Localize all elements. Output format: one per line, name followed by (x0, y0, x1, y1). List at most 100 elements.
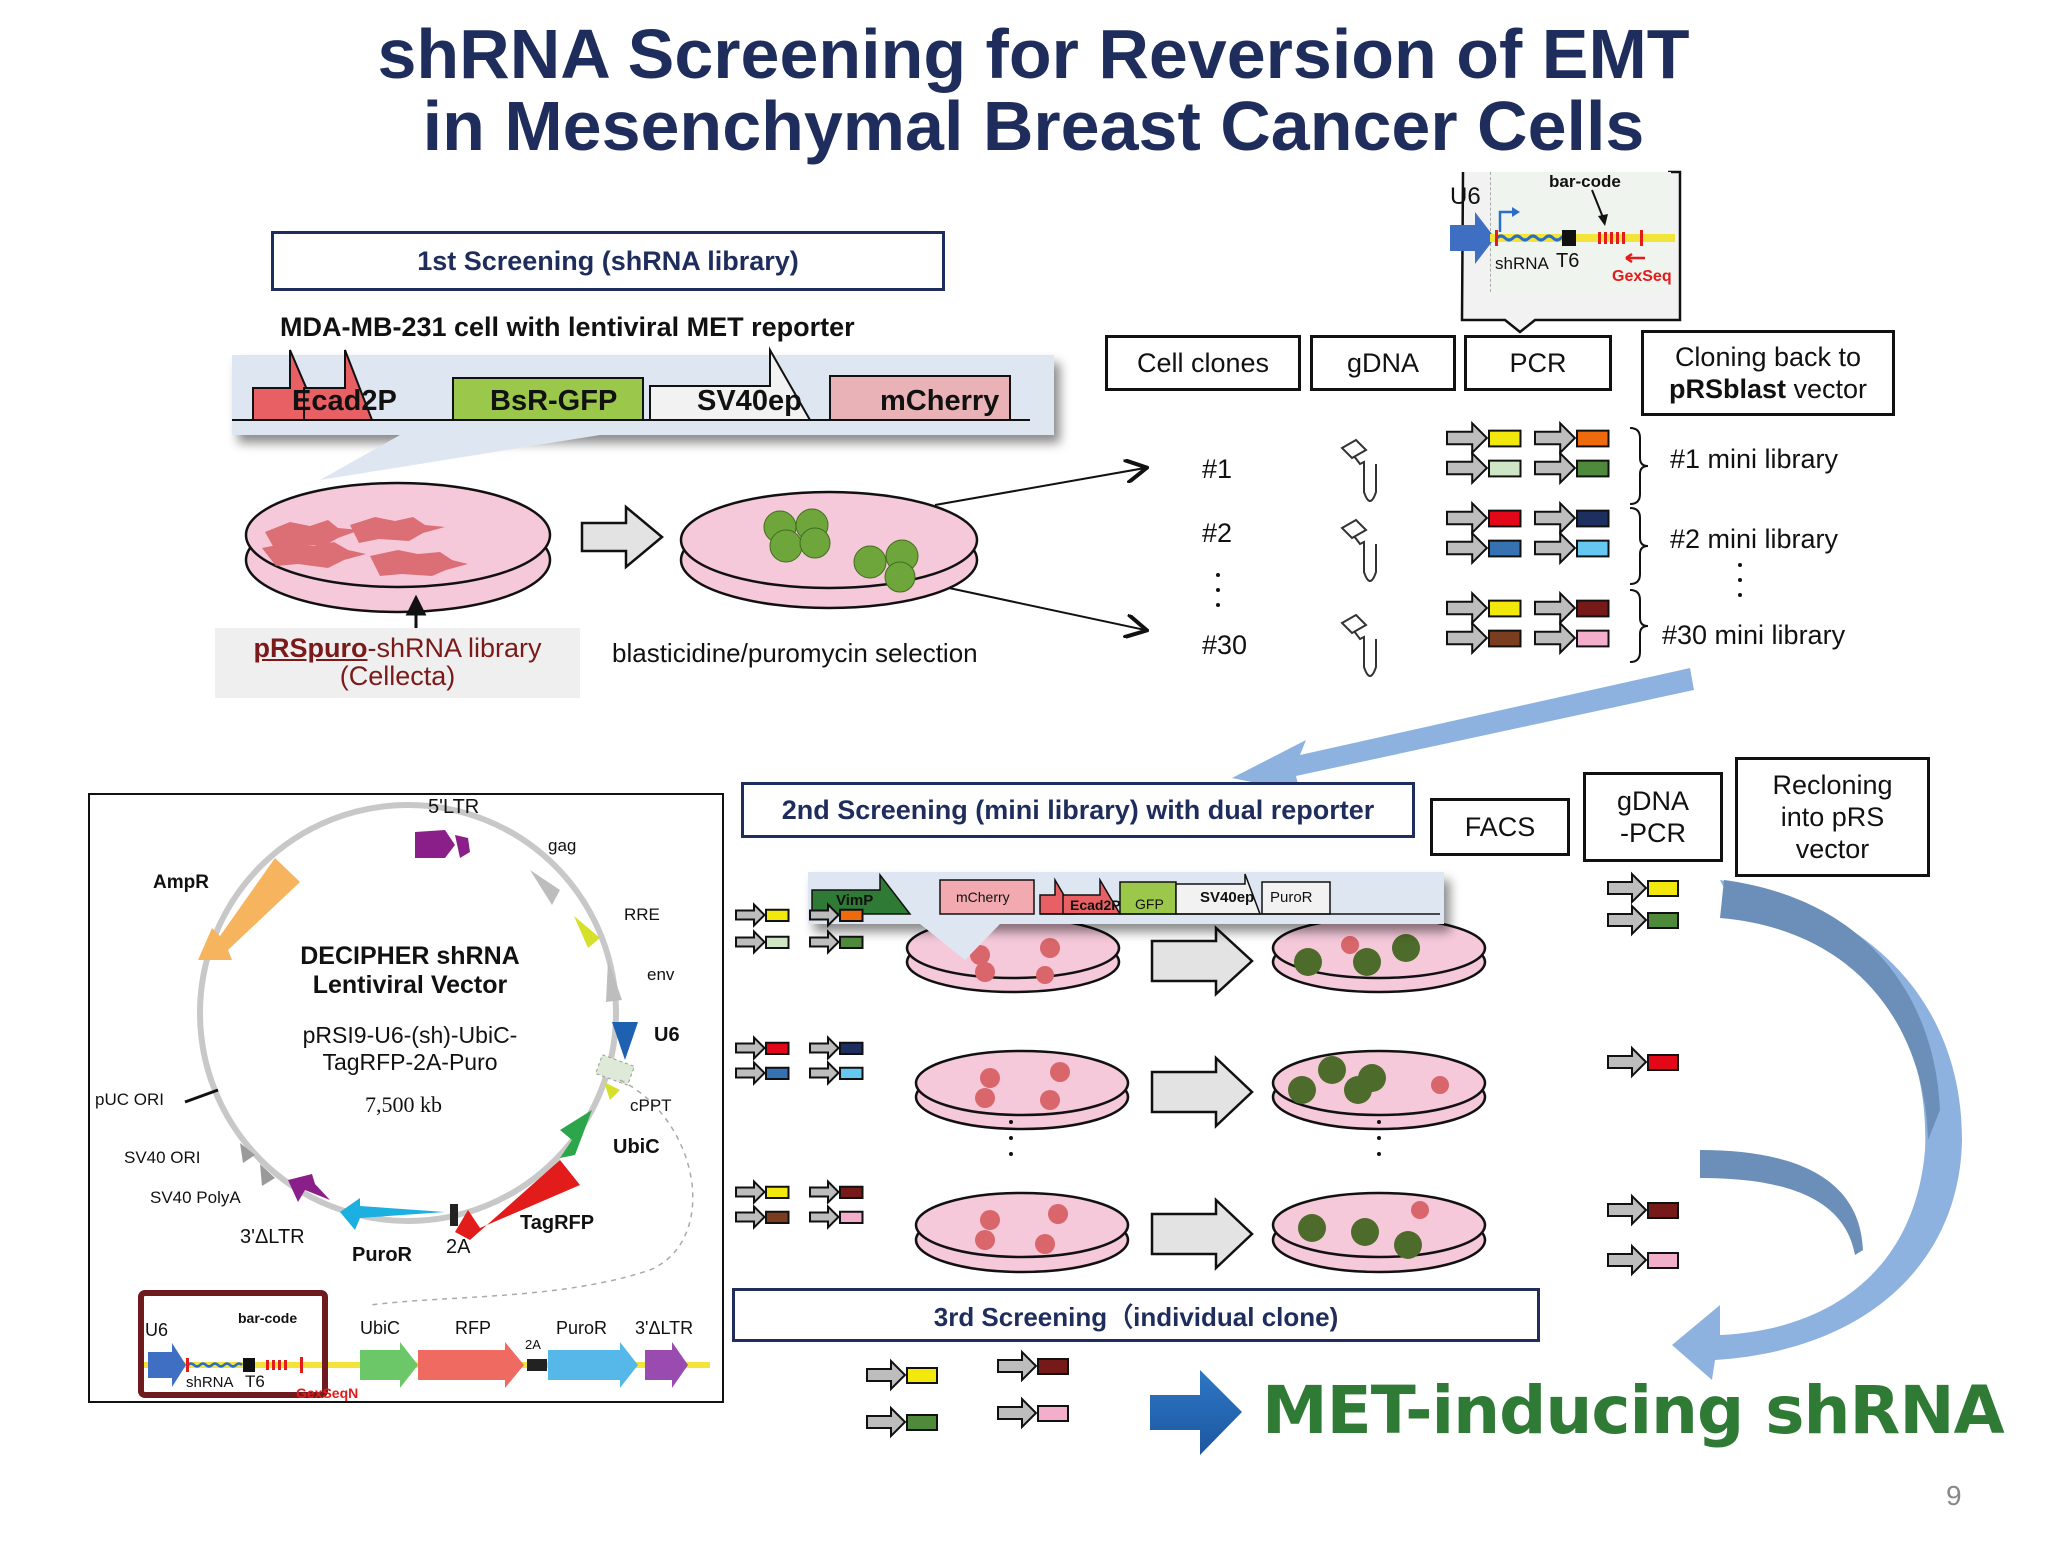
column-recloning: Recloning into pRS vector (1735, 757, 1930, 877)
petri-dish-unselected (244, 481, 552, 614)
feature-ubic: UbiC (613, 1136, 660, 1158)
cell-line-label: MDA-MB-231 cell with lentiviral MET repo… (280, 312, 855, 342)
feature-u6: U6 (654, 1024, 680, 1046)
feature-5ltr: 5'LTR (428, 796, 480, 818)
library-vendor: (Cellecta) (339, 661, 456, 691)
feature-puror: PuroR (352, 1244, 412, 1266)
stage2-hit-shrna (1607, 1193, 1679, 1227)
mini-library-shrna (1534, 590, 1610, 626)
stage2-input-shrna (809, 1060, 864, 1086)
selection-label: blasticidine/puromycin selection (612, 638, 978, 668)
linear-3ltr: 3'ΔLTR (635, 1318, 694, 1338)
slide-title: shRNA Screening for Reversion of EMT in … (0, 18, 2067, 162)
mini-library-shrna (1534, 500, 1610, 536)
stage1-label: 1st Screening (shRNA library) (271, 231, 945, 291)
gdna-tubes (1340, 438, 1377, 677)
vector-construct: pRSI9-U6-(sh)-UbiC- TagRFP-2A-Puro (262, 1022, 558, 1076)
gdna-pcr-line-2: -PCR (1620, 818, 1686, 848)
inset-gexseq-label: GexSeq (1612, 268, 1672, 285)
library-label: pRSpuro-shRNA library (Cellecta) (215, 628, 580, 698)
dual-reporter-puror: PuroR (1270, 889, 1313, 906)
result-arrow (1150, 1370, 1242, 1455)
inset-t6-label: T6 (1556, 250, 1580, 272)
stage3-clone-shrna (866, 1358, 938, 1392)
arrow-to-clone-1 (934, 468, 1145, 506)
column-gdna: gDNA (1310, 335, 1456, 391)
title-line-2: in Mesenchymal Breast Cancer Cells (422, 87, 1645, 165)
clone-label-30: #30 (1202, 630, 1248, 660)
reporter-sv40ep: SV40ep (697, 385, 802, 417)
dual-reporter-ecad2p: Ecad2P (1070, 897, 1121, 913)
mini-library-label-2: #2 mini library (1670, 524, 1839, 554)
mini-library-braces (1629, 427, 1649, 663)
mini-library-shrna (1446, 450, 1522, 486)
vector-title: DECIPHER shRNA Lentiviral Vector (282, 942, 538, 1000)
linear-gexseqn: GexSeqN (296, 1385, 359, 1401)
mini-library-shrna (1446, 500, 1522, 536)
stage2-input-shrna (735, 1060, 790, 1086)
stage3-clone-shrna (997, 1349, 1069, 1383)
vector-size: 7,500 kb (365, 1092, 442, 1117)
mini-library-shrna (1534, 420, 1610, 456)
column-cell-clones: Cell clones (1105, 335, 1301, 391)
dual-reporter-vimp: VimP (836, 892, 874, 909)
flow-arrow-to-stage2 (1232, 668, 1694, 792)
cloning-line-1: Cloning back to (1674, 342, 1862, 372)
inset-u6-label: U6 (1450, 183, 1481, 210)
feature-puc-ori: pUC ORI (95, 1090, 164, 1109)
feature-cppt: cPPT (630, 1096, 672, 1115)
feature-rre: RRE (624, 905, 660, 924)
reporter-ecad2p: Ecad2P (292, 385, 397, 417)
inset-barcode-label: bar-code (1549, 172, 1621, 191)
linear-shrna: shRNA (186, 1374, 234, 1391)
inset-shrna-label: shRNA (1495, 254, 1549, 273)
mini-library-shrna (1446, 530, 1522, 566)
stage2-hit-shrna (1607, 871, 1679, 905)
ellipsis-dots (1009, 563, 1742, 1156)
stage2-input-shrna (735, 929, 790, 955)
reporter-bsr-gfp: BsR-GFP (490, 385, 618, 417)
stage2-dishes (905, 916, 1487, 1274)
stage2-input-shrna (809, 929, 864, 955)
stage3-label: 3rd Screening（individual clone) (732, 1288, 1540, 1342)
library-label-rest: -shRNA library (367, 633, 542, 663)
stage2-hit-shrna (1607, 1045, 1679, 1079)
mini-library-shrna (1446, 620, 1522, 656)
stage2-input-shrna (809, 902, 864, 928)
arrow-library-into-dish (405, 594, 427, 628)
feature-sv40-ori: SV40 ORI (124, 1148, 201, 1167)
stage2-label: 2nd Screening (mini library) with dual r… (741, 782, 1415, 838)
dual-reporter-mcherry: mCherry (956, 889, 1010, 905)
recloning-line-1: Recloning (1772, 770, 1893, 800)
linear-2a: 2A (525, 1337, 541, 1352)
stage2-hit-shrna (1607, 903, 1679, 937)
vector-title-line-2: Lentiviral Vector (312, 971, 508, 999)
cloning-vector-name: pRSblast (1668, 374, 1786, 404)
clone-label-2: #2 (1202, 518, 1233, 548)
page-number: 9 (1946, 1480, 1962, 1511)
process-arrow-selection (580, 504, 664, 570)
arrow-to-clone-30 (934, 584, 1145, 630)
stage2-input-shrna (809, 1179, 864, 1205)
dual-reporter-sv40ep: SV40ep (1200, 889, 1255, 906)
mini-library-shrna (1534, 620, 1610, 656)
linear-ubic: UbiC (360, 1318, 401, 1338)
stage3-clone-shrna (866, 1405, 938, 1439)
linear-barcode: bar-code (238, 1310, 298, 1326)
gdna-pcr-line-1: gDNA (1616, 786, 1690, 816)
mini-library-label-30: #30 mini library (1662, 620, 1846, 650)
stage2-input-shrna (809, 1204, 864, 1230)
column-cloning-back: Cloning back to pRSblast vector (1641, 330, 1895, 416)
vector-construct-line-2: TagRFP-2A-Puro (322, 1049, 498, 1075)
stage2-input-shrna (809, 1035, 864, 1061)
mini-library-shrna (1534, 450, 1610, 486)
column-facs: FACS (1430, 798, 1570, 856)
recloning-line-2: into pRS (1780, 802, 1885, 832)
feature-env: env (647, 965, 675, 984)
stage3-clone-shrna (997, 1396, 1069, 1430)
linear-rfp: RFP (455, 1318, 491, 1338)
stage2-input-shrna (735, 1179, 790, 1205)
